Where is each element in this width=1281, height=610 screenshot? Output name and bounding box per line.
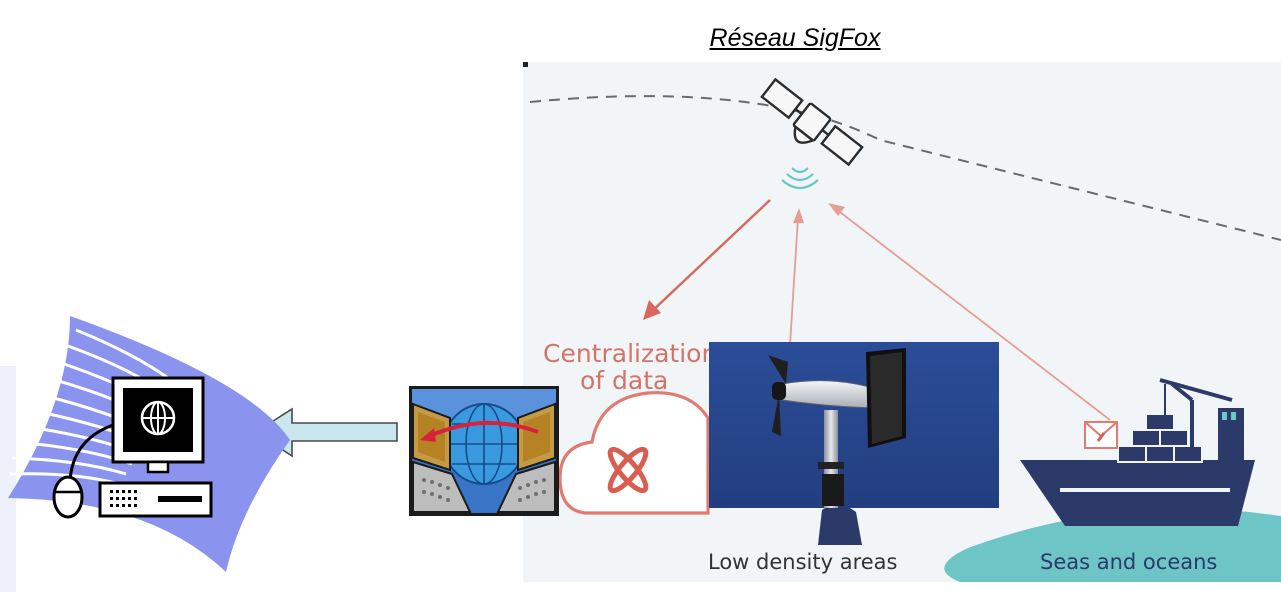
land-shape bbox=[818, 504, 862, 545]
sigfox-logo-icon bbox=[607, 446, 649, 494]
low-density-label: Low density areas bbox=[708, 550, 897, 574]
envelope-icon bbox=[1084, 421, 1118, 449]
orbit-path bbox=[529, 95, 1281, 241]
flow-arrow bbox=[254, 407, 398, 458]
page-title: Réseau SigFox bbox=[709, 24, 881, 52]
side-strip bbox=[0, 366, 16, 592]
crane-icon bbox=[1159, 378, 1233, 452]
sea-shape bbox=[944, 508, 1281, 582]
centralization-label-line2: of data bbox=[580, 366, 668, 395]
centralization-label: Centralization bbox=[543, 339, 717, 368]
network-transfer-icon bbox=[409, 386, 559, 516]
seas-label: Seas and oceans bbox=[1040, 550, 1217, 574]
signal-waves-icon bbox=[781, 167, 819, 190]
computer-icon bbox=[52, 376, 213, 519]
transmit-arrow bbox=[828, 203, 1111, 421]
panel-corner-mark bbox=[523, 62, 528, 67]
ship-icon bbox=[1020, 408, 1255, 526]
sigfox-network-panel: Centralization of data bbox=[523, 62, 1281, 582]
transmit-arrow bbox=[789, 208, 804, 346]
satellite-icon bbox=[760, 77, 864, 167]
weather-station-image bbox=[709, 342, 999, 508]
transmit-arrow bbox=[643, 199, 771, 320]
